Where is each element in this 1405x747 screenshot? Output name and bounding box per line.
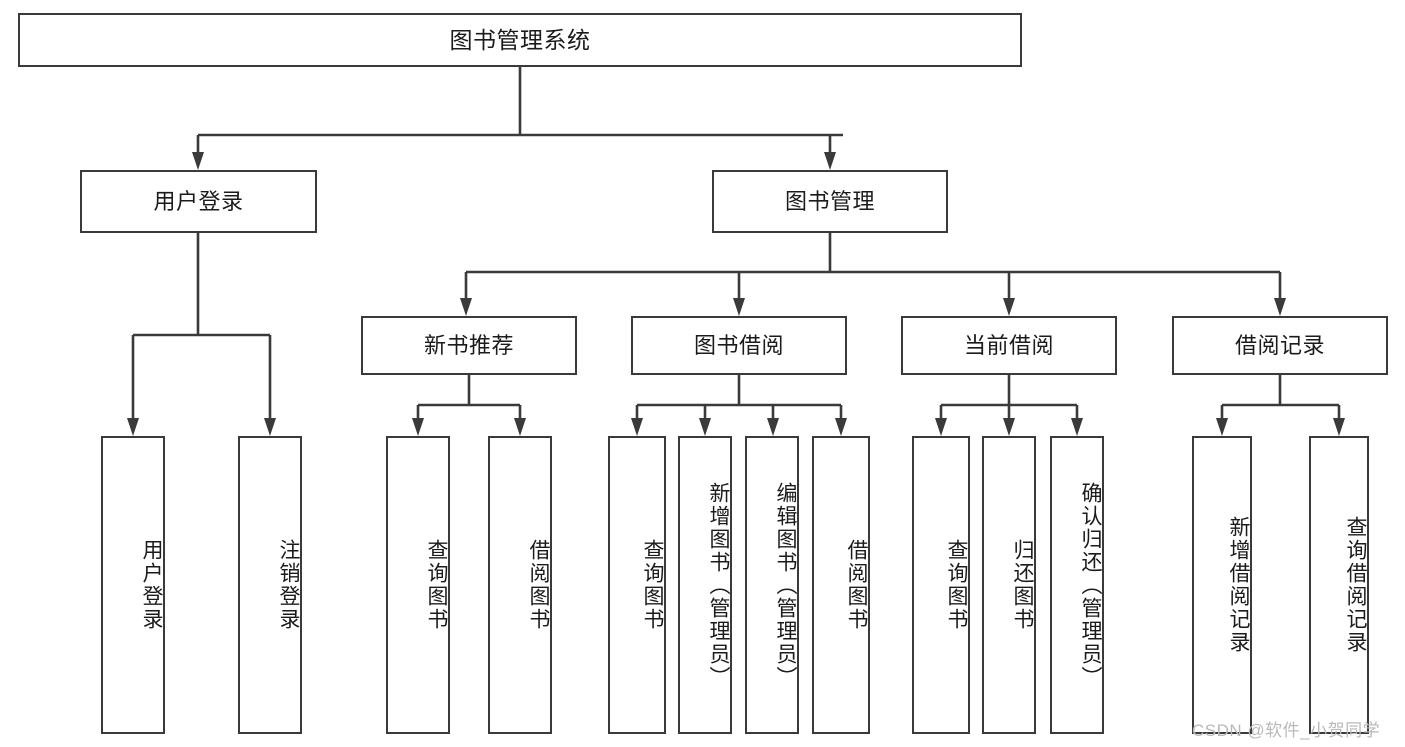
leaf-bookborrow-edit-book[interactable]: 编辑图书（管理员） — [745, 436, 799, 734]
node-book-management[interactable]: 图书管理 — [712, 170, 948, 233]
leaf-newbook-query-book[interactable]: 查询图书 — [386, 436, 450, 734]
edge-currentborrow-to-leaves — [935, 375, 1083, 436]
edge-bookmgmt-to-level3 — [460, 233, 1286, 316]
edge-bookborrow-to-leaves — [631, 375, 847, 436]
leaf-bookborrow-borrow-book[interactable]: 借阅图书 — [812, 436, 870, 734]
leaf-label: 确认归还（管理员） — [1079, 481, 1102, 689]
node-current-borrow[interactable]: 当前借阅 — [901, 316, 1117, 375]
leaf-user-login-logout[interactable]: 注销登录 — [238, 436, 302, 734]
leaf-label: 查询借阅记录 — [1344, 516, 1367, 654]
watermark-csdn: CSDN @软件_小贺同学 — [1192, 721, 1381, 740]
edge-root-to-level2 — [192, 67, 843, 170]
node-book-borrow[interactable]: 图书借阅 — [631, 316, 847, 375]
node-root-system[interactable]: 图书管理系统 — [18, 13, 1022, 67]
edge-borrowrecord-to-leaves — [1216, 375, 1345, 436]
leaf-borrowrecord-add-record[interactable]: 新增借阅记录 — [1192, 436, 1252, 734]
leaf-label: 注销登录 — [277, 539, 300, 631]
leaf-newbook-borrow-book[interactable]: 借阅图书 — [488, 436, 552, 734]
node-borrow-record[interactable]: 借阅记录 — [1172, 316, 1388, 375]
leaf-label: 查询图书 — [425, 539, 448, 631]
leaf-user-login-login[interactable]: 用户登录 — [101, 436, 165, 734]
node-user-login[interactable]: 用户登录 — [80, 170, 317, 233]
leaf-borrowrecord-query-record[interactable]: 查询借阅记录 — [1309, 436, 1369, 734]
leaf-currentborrow-return-book[interactable]: 归还图书 — [982, 436, 1036, 734]
leaf-label: 借阅图书 — [527, 539, 550, 631]
leaf-label: 新增图书（管理员） — [707, 481, 730, 689]
leaf-label: 查询图书 — [945, 539, 968, 631]
leaf-currentborrow-confirm-return[interactable]: 确认归还（管理员） — [1050, 436, 1104, 734]
edge-newbook-to-leaves — [412, 375, 526, 436]
edge-userlogin-to-leaves — [127, 233, 276, 436]
leaf-currentborrow-query-book[interactable]: 查询图书 — [912, 436, 970, 734]
leaf-bookborrow-query-book[interactable]: 查询图书 — [608, 436, 666, 734]
leaf-label: 查询图书 — [641, 539, 664, 631]
leaf-label: 借阅图书 — [845, 539, 868, 631]
leaf-label: 用户登录 — [140, 539, 163, 631]
node-new-book-recommend[interactable]: 新书推荐 — [361, 316, 577, 375]
leaf-label: 归还图书 — [1011, 539, 1034, 631]
leaf-label: 编辑图书（管理员） — [774, 481, 797, 689]
leaf-label: 新增借阅记录 — [1227, 516, 1250, 654]
leaf-bookborrow-add-book[interactable]: 新增图书（管理员） — [678, 436, 732, 734]
